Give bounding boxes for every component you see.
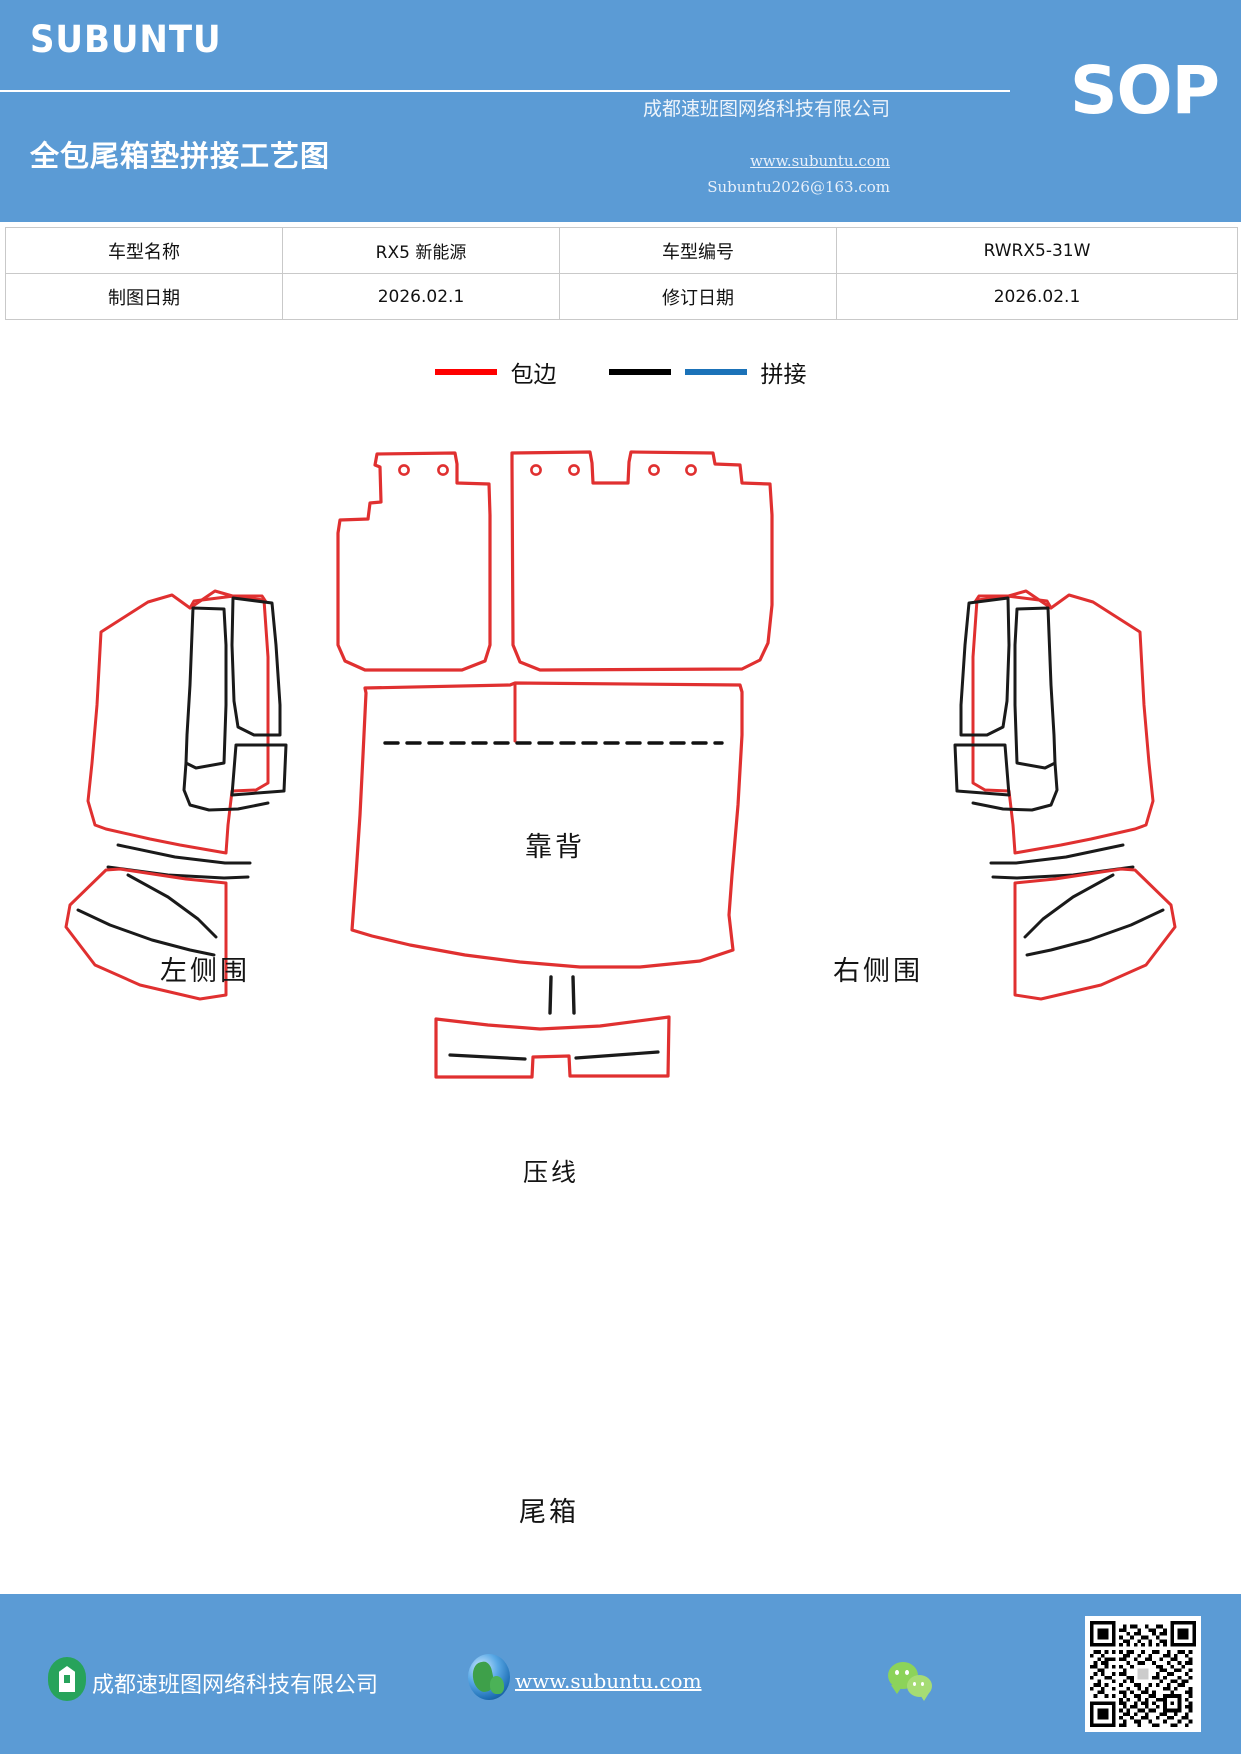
main-floor-mat-outline (350, 681, 744, 969)
building-icon (48, 1657, 86, 1701)
mat-pattern-drawing (64, 450, 1177, 1079)
label-model-name: 车型名称 (5, 227, 283, 274)
page-header: SUBUNTU 全包尾箱垫拼接工艺图 成都速班图网络科技有限公司 SOP www… (0, 0, 1241, 222)
globe-icon (468, 1654, 510, 1700)
legend-swatch-black-icon (608, 369, 671, 375)
right-side-outer-outline (971, 589, 1155, 855)
legend-item-binding: 包边 (434, 355, 557, 389)
right-side-small-quad (953, 743, 1011, 797)
wechat-bubble-small (907, 1675, 932, 1701)
label-left-side: 左侧围 (160, 956, 250, 987)
left-side-outer-outline (86, 589, 270, 855)
right-side-foot-splice (1025, 908, 1165, 957)
right-side-bottom-sweep (989, 843, 1125, 865)
label-right-side: 右侧围 (833, 956, 923, 987)
left-side-lower-bracket (182, 761, 270, 812)
right-side-inner-piece-b (959, 596, 1011, 737)
legend: 包边 拼接 (0, 355, 1241, 389)
legend-label-binding: 包边 (510, 362, 557, 388)
backrest-left-outline (336, 451, 492, 672)
table-row: 车型名称 RX5 新能源 车型编号 RWRX5-31W (5, 227, 1238, 274)
right-side-lower-bracket (971, 761, 1059, 812)
mat-tab-right (571, 975, 576, 1015)
left-side-foot-outline (64, 867, 228, 1001)
qr-code-image (1090, 1621, 1196, 1727)
legend-swatch-blue-icon (684, 369, 747, 375)
left-side-inner-piece-b (230, 596, 282, 737)
value-draw-date: 2026.02.1 (282, 273, 560, 320)
brand-logo: SUBUNTU (30, 18, 222, 61)
backrest-hole-icon (398, 464, 410, 476)
vehicle-info-table: 车型名称 RX5 新能源 车型编号 RWRX5-31W 制图日期 2026.02… (5, 227, 1238, 320)
footer-website-link[interactable]: www.subuntu.com (515, 1669, 702, 1693)
left-side-small-quad (230, 743, 288, 797)
value-model-name: RX5 新能源 (282, 227, 560, 274)
table-row: 制图日期 2026.02.1 修订日期 2026.02.1 (5, 273, 1238, 320)
wechat-eye (895, 1670, 899, 1675)
legend-item-splice: 拼接 (608, 355, 807, 389)
legend-label-splice: 拼接 (760, 362, 807, 388)
value-revise-date: 2026.02.1 (836, 273, 1238, 320)
backrest-hole-icon (648, 464, 660, 476)
wechat-eye (913, 1682, 916, 1686)
backrest-hole-icon (685, 464, 697, 476)
page-footer: 成都速班图网络科技有限公司 www.subuntu.com (0, 1594, 1241, 1754)
trunk-splice-line-right (574, 1050, 660, 1060)
backrest-hole-icon (568, 464, 580, 476)
backrest-hole-icon (530, 464, 542, 476)
trunk-splice-line-left (448, 1053, 527, 1061)
left-side-bottom-sweep (116, 843, 252, 865)
backrest-right-outline (510, 450, 774, 672)
label-backrest: 靠背 (525, 832, 585, 863)
label-trunk: 尾箱 (519, 1497, 579, 1528)
qr-code (1085, 1616, 1201, 1732)
legend-swatch-red-icon (434, 369, 497, 375)
left-side-inner-piece-a (184, 606, 228, 770)
header-website-link[interactable]: www.subuntu.com (750, 152, 890, 170)
technical-drawing-area: 靠背 左侧围 右侧围 压线 尾箱 (0, 405, 1241, 1528)
header-company-name: 成都速班图网络科技有限公司 (642, 98, 890, 120)
wechat-icon (888, 1662, 942, 1706)
left-side-upper-red-sliver (188, 594, 268, 610)
value-model-code: RWRX5-31W (836, 227, 1238, 274)
trunk-piece-outline (434, 1015, 671, 1079)
sop-badge: SOP (1069, 52, 1220, 129)
page-title: 全包尾箱垫拼接工艺图 (30, 139, 331, 173)
left-side-foot-splice-2 (126, 873, 218, 939)
header-email[interactable]: Subuntu2026@163.com (707, 178, 890, 196)
wechat-eye (905, 1670, 909, 1675)
right-side-upper-red-sliver (973, 594, 1053, 610)
wechat-eye (921, 1682, 924, 1686)
right-side-foot-splice-2 (1023, 873, 1115, 939)
header-divider (0, 90, 1010, 92)
right-side-inner-piece-a (1013, 606, 1057, 770)
footer-company-name: 成都速班图网络科技有限公司 (92, 1673, 379, 1698)
label-press-line: 压线 (523, 1158, 580, 1187)
label-draw-date: 制图日期 (5, 273, 283, 320)
backrest-hole-icon (437, 464, 449, 476)
label-model-code: 车型编号 (559, 227, 837, 274)
label-revise-date: 修订日期 (559, 273, 837, 320)
mat-tab-left (548, 975, 553, 1015)
right-side-foot-outline (1013, 867, 1177, 1001)
left-side-foot-splice (76, 908, 216, 957)
